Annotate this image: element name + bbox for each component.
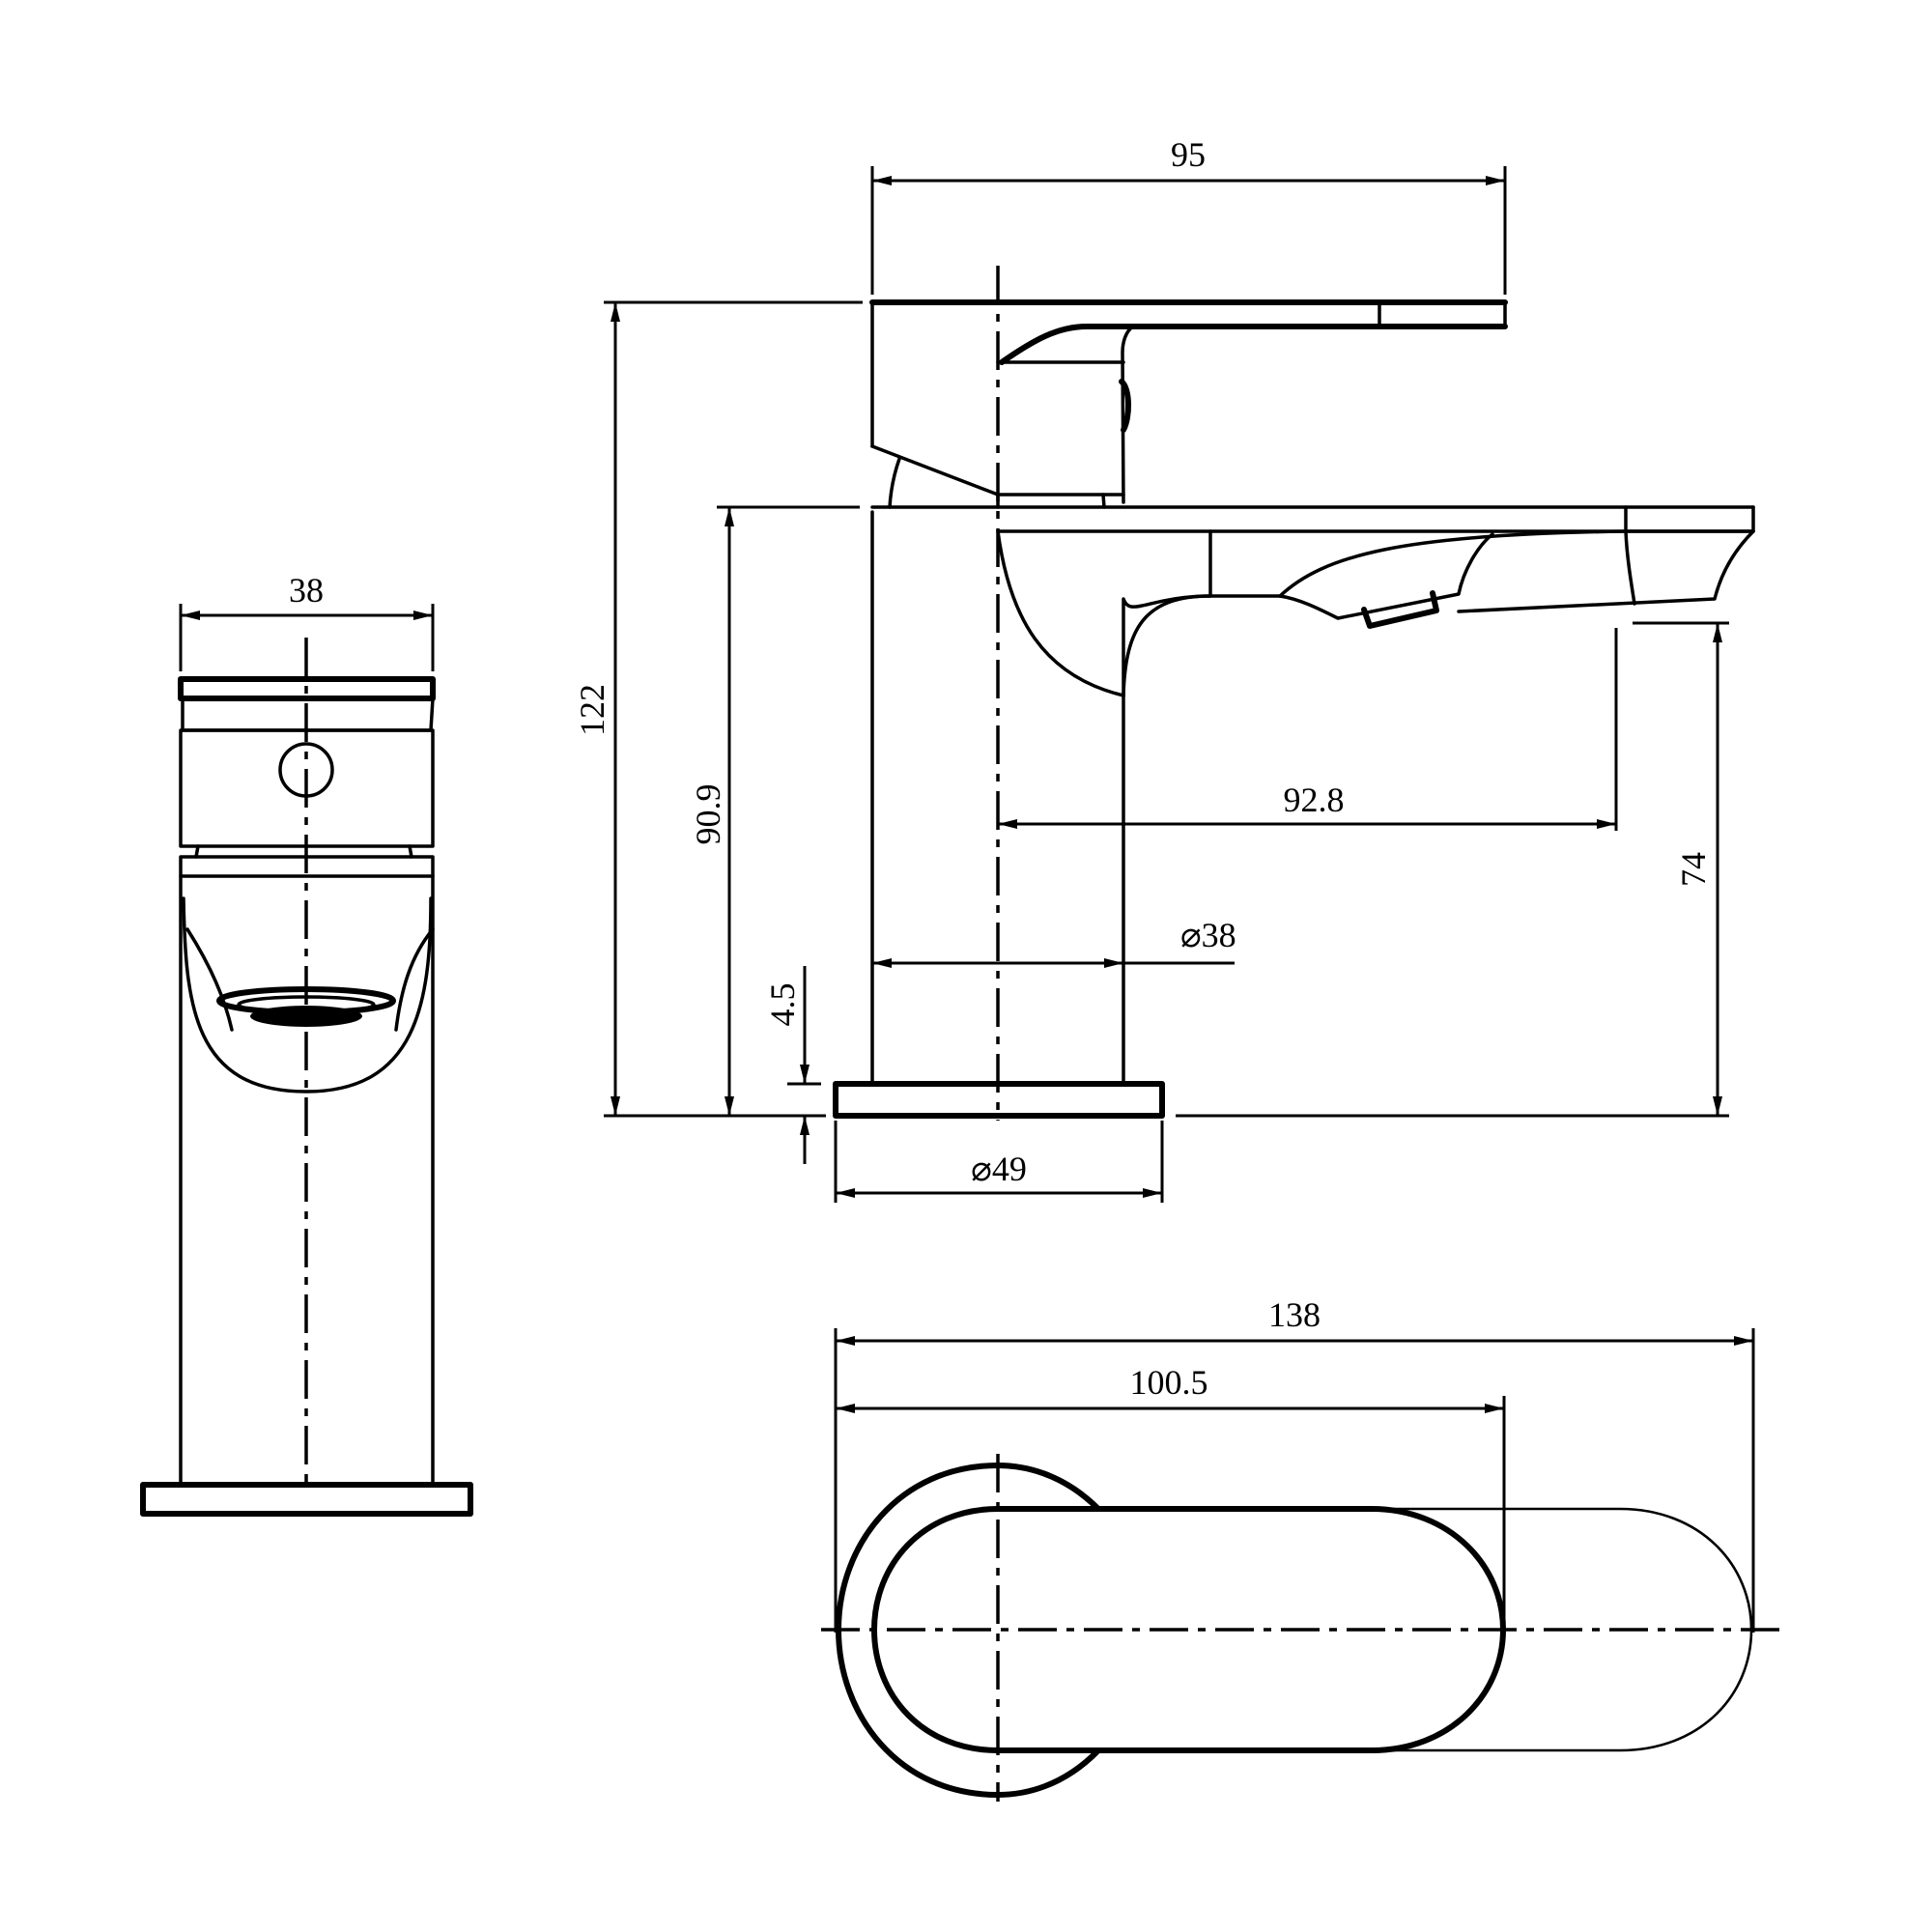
dimension-overall-height: 122 [573, 300, 863, 1118]
base-plate [140, 1482, 473, 1517]
main-elevation: 95 [573, 135, 1755, 1203]
handle-cap [178, 676, 436, 701]
dimension-label-95: 95 [1171, 135, 1206, 174]
dimension-overall-length: 138 [834, 1295, 1755, 1633]
dimension-spout-height: 90.9 [689, 505, 860, 1116]
dimension-outlet-height: 74 [1633, 621, 1729, 1116]
dimension-label-74: 74 [1674, 852, 1713, 887]
side-view: 38 [140, 571, 473, 1517]
dimension-label-dia-38: ⌀38 [1180, 916, 1236, 954]
dimension-label-122: 122 [573, 684, 611, 736]
plan-view: 138 100.5 [821, 1295, 1782, 1802]
dimension-label-38: 38 [289, 571, 324, 610]
dimension-width-38: 38 [179, 571, 435, 671]
dimension-label-dia-49: ⌀49 [971, 1150, 1027, 1188]
dimension-base-diameter: ⌀49 [834, 1121, 1164, 1203]
dimension-base-thickness: 4.5 [763, 966, 821, 1164]
spout-outlet [1361, 590, 1439, 629]
dimension-label-138: 138 [1268, 1295, 1321, 1334]
dimension-handle-reach: 95 [870, 135, 1507, 295]
dimension-label-92-8: 92.8 [1284, 781, 1345, 819]
dimension-handle-length: 100.5 [836, 1363, 1506, 1633]
handle-plan [871, 1506, 1506, 1753]
dimension-label-100-5: 100.5 [1130, 1363, 1208, 1402]
dimension-body-diameter: ⌀38 [872, 916, 1236, 968]
dimension-spout-projection: 92.8 [998, 628, 1618, 831]
dimension-label-90-9: 90.9 [689, 784, 727, 845]
dimension-label-4-5: 4.5 [763, 983, 802, 1027]
